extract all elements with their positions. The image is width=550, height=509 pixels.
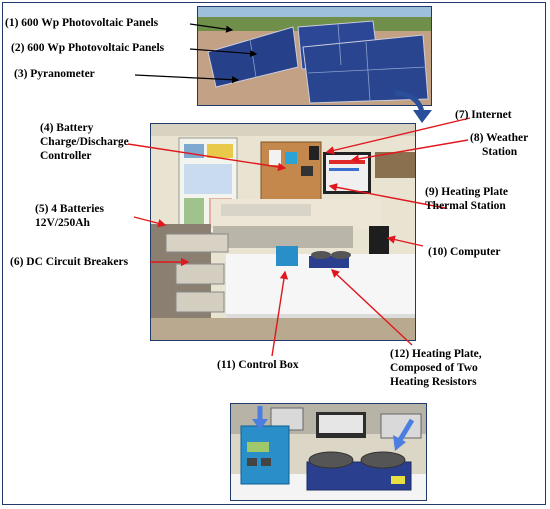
label-weather-station-line1: (8) Weather: [470, 132, 529, 144]
pointer-2: [189, 48, 258, 58]
highlight-arrow-control-box-head: [252, 419, 268, 430]
label-heating-plate-line3: Heating Resistors: [390, 376, 477, 388]
label-weather-station-line2: Station: [482, 146, 518, 158]
pointer-5: [133, 216, 167, 228]
label-heating-plate-line1: (12) Heating Plate,: [390, 348, 482, 360]
label-pyranometer: (3) Pyranometer: [14, 68, 95, 80]
pointer-4: [127, 143, 287, 172]
flow-arrow-head: [413, 110, 432, 123]
label-charge-controller-line3: Controller: [40, 150, 92, 162]
pointer-12: [330, 269, 413, 346]
pointer-7: [325, 117, 471, 155]
highlight-arrow-heating-plate: [397, 418, 415, 442]
flow-arrow: [394, 90, 425, 113]
label-charge-controller-line2: Charge/Discharge: [40, 136, 129, 148]
pointer-9: [328, 183, 446, 209]
label-pv-panels-2: (2) 600 Wp Photovoltaic Panels: [11, 42, 165, 54]
label-internet: (7) Internet: [455, 109, 512, 121]
label-computer: (10) Computer: [428, 246, 501, 258]
pointer-8: [350, 139, 469, 163]
control-box-heating-plate-photo: [230, 403, 427, 501]
label-control-box: (11) Control Box: [217, 359, 299, 371]
figure-frame: [2, 2, 546, 505]
pointer-11: [271, 270, 289, 357]
label-thermal-station-line1: (9) Heating Plate: [425, 186, 509, 198]
label-batteries-line2: 12V/250Ah: [35, 217, 90, 229]
label-heating-plate-line2: Composed of Two: [390, 362, 478, 374]
label-batteries-line1: (5) 4 Batteries: [35, 203, 104, 215]
pointer-3: [134, 74, 240, 84]
laboratory-photo: [150, 123, 416, 341]
pointer-10: [386, 235, 424, 247]
label-pv-panels-1: (1) 600 Wp Photovoltaic Panels: [5, 17, 159, 29]
label-charge-controller-line1: (4) Battery: [40, 122, 94, 134]
highlight-arrow-heating-plate-head: [393, 435, 406, 451]
pointer-1: [189, 23, 234, 33]
solar-panels-photo: [197, 6, 432, 106]
label-dc-breakers: (6) DC Circuit Breakers: [10, 256, 129, 268]
label-thermal-station-line2: Thermal Station: [425, 200, 506, 212]
